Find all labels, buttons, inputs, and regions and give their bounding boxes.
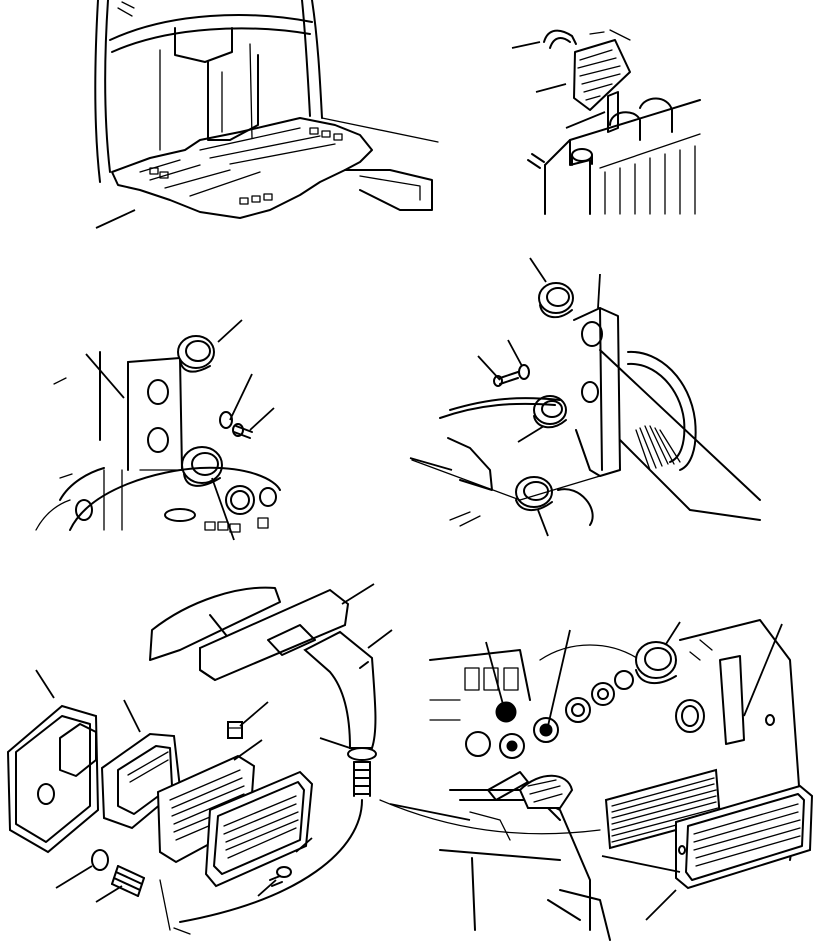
screw-washer — [219, 411, 253, 439]
leader-line — [507, 339, 523, 367]
leader-line — [743, 623, 783, 717]
floor-mat-panel — [94, 0, 439, 229]
clip — [227, 721, 243, 739]
leader-line — [565, 111, 606, 129]
grommet-low — [515, 476, 594, 526]
leader-line — [645, 889, 677, 921]
leader-line — [665, 621, 681, 645]
cab-frame — [94, 0, 439, 183]
grommet-top — [538, 282, 574, 319]
leader-line — [123, 699, 141, 733]
leader-line — [537, 509, 549, 537]
radiator-hose — [543, 29, 577, 49]
floor-mat — [111, 117, 433, 219]
leader-line — [477, 355, 501, 381]
elbow-duct — [303, 630, 377, 749]
leader-line — [35, 669, 55, 699]
dashboard-left — [35, 377, 281, 533]
duct-outlet — [199, 588, 350, 682]
grommet-dash — [635, 641, 705, 733]
leader-line — [517, 425, 545, 443]
grab-handle — [627, 350, 697, 471]
vent-filter — [156, 754, 256, 864]
leader-line — [257, 879, 277, 897]
vent-exploded-panel — [6, 583, 393, 935]
screw-lower — [269, 866, 292, 887]
leader-line — [233, 739, 263, 761]
leader-line — [547, 629, 571, 727]
clamp-ring — [347, 747, 377, 761]
vent-grille — [204, 770, 314, 888]
spring — [179, 761, 371, 923]
grommet-lower — [181, 446, 223, 487]
leader-line — [389, 803, 471, 821]
screw-washer — [493, 364, 530, 387]
leader-line — [217, 319, 243, 343]
leader-line — [249, 407, 275, 431]
grommet-mid — [533, 395, 567, 429]
radiator-bracket — [607, 91, 619, 133]
instrument-cluster — [429, 644, 641, 759]
leader-line — [409, 457, 453, 471]
radiator-body — [527, 97, 701, 215]
pillar-left-panel — [35, 319, 281, 541]
leader-line — [367, 629, 393, 649]
leader-line — [319, 737, 351, 749]
leader-line — [485, 641, 505, 709]
joystick-console — [379, 771, 611, 941]
leader-line — [95, 885, 123, 903]
leader-line — [601, 855, 681, 873]
radiator-panel — [511, 29, 701, 215]
knob-spring — [91, 849, 191, 935]
vent-housing — [6, 704, 100, 854]
pillar-right-panel — [409, 257, 761, 537]
leader-line — [95, 209, 136, 229]
leader-line — [535, 83, 567, 93]
leader-line — [229, 373, 253, 421]
grommet-upper — [177, 335, 215, 373]
leader-line — [239, 701, 269, 727]
leader-line — [295, 837, 313, 853]
leader-line — [85, 353, 125, 399]
cab-interior-right — [411, 349, 761, 527]
pillar — [99, 349, 191, 471]
leader-line — [341, 583, 375, 605]
leader-line — [511, 41, 541, 49]
leader-line — [597, 273, 601, 309]
grille-outer — [675, 784, 814, 890]
leader-line — [55, 865, 93, 889]
leader-line — [211, 477, 235, 541]
leader-line — [529, 257, 547, 283]
dashboard-vent-panel — [379, 619, 814, 941]
pillar — [573, 307, 621, 477]
radiator-screen — [573, 29, 631, 111]
